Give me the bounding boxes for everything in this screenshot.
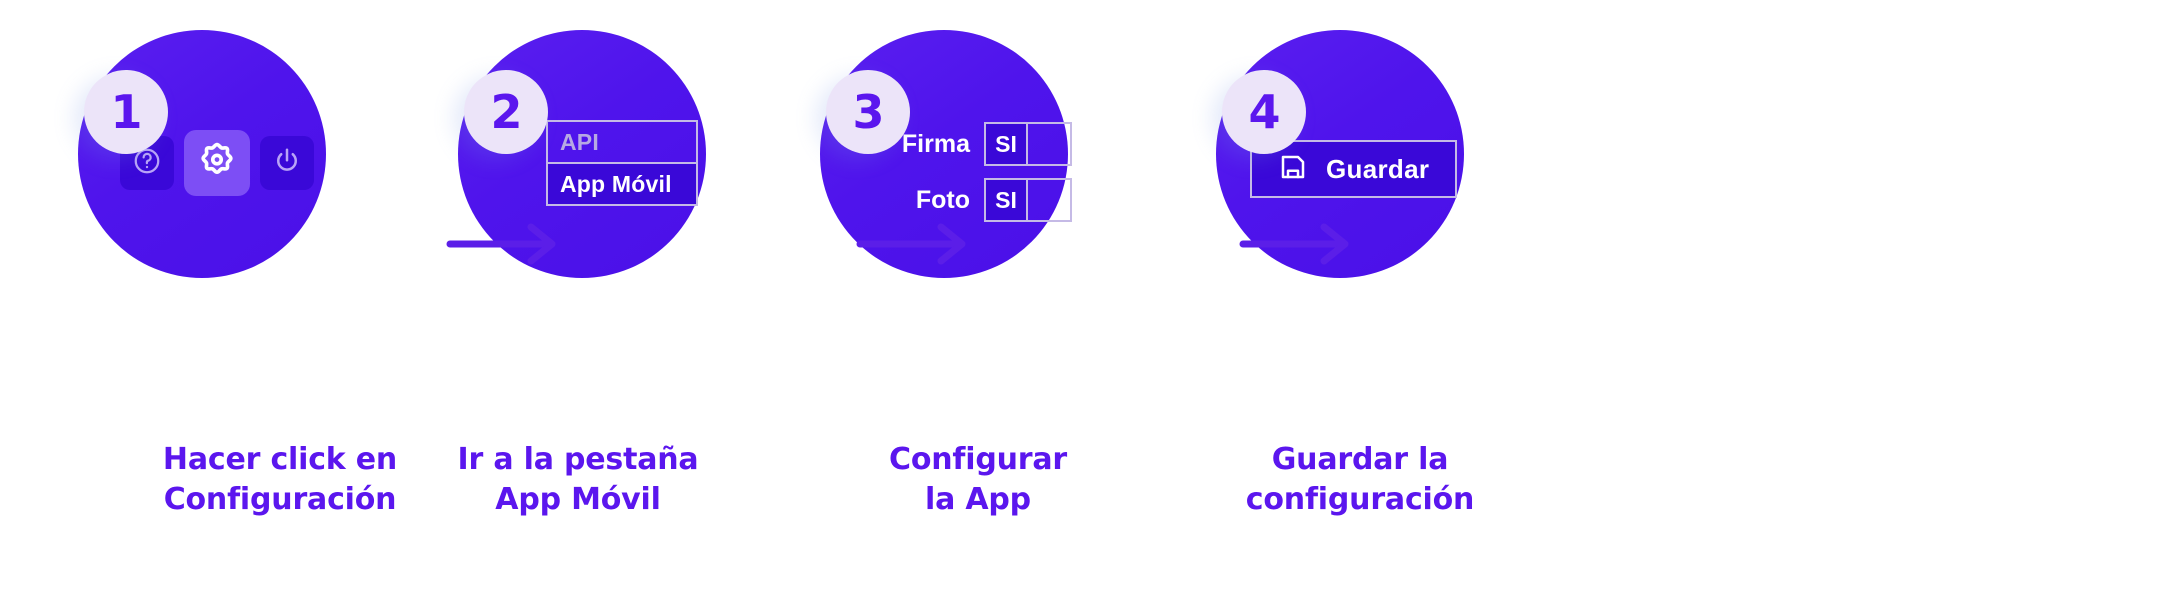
gear-icon-tile[interactable] <box>184 130 250 196</box>
option-foto-si-cell[interactable]: SI <box>984 178 1028 222</box>
step-4: 4 Guardar Guardar la configuración <box>1120 0 1600 608</box>
step-1-caption-line2: Configuración <box>163 481 397 517</box>
power-icon <box>272 146 302 181</box>
step-2-caption: Ir a la pestaña App Móvil <box>338 440 818 520</box>
arrow-step2-to-step3 <box>855 222 975 266</box>
app-movil-tab-stack: API App Móvil <box>546 120 698 206</box>
step-1-caption-line1: Hacer click en <box>162 442 398 477</box>
option-label-firma: Firma <box>901 129 970 158</box>
step-2-caption-line2: App Móvil <box>495 481 661 517</box>
option-foto-no-cell[interactable] <box>1028 178 1072 222</box>
step-4-caption-line2: configuración <box>1245 481 1475 517</box>
arrow-step3-to-step4 <box>1238 222 1358 266</box>
option-row-firma: Firma SI <box>878 122 1072 166</box>
save-floppy-icon <box>1278 152 1308 187</box>
app-options-table: Firma SI Foto SI <box>878 122 1072 234</box>
step-3: 3 Firma SI Foto SI Configurar la App <box>738 0 1218 608</box>
step-4-caption-line1: Guardar la <box>1271 442 1449 477</box>
save-button[interactable]: Guardar <box>1250 140 1458 198</box>
step-1-number: 1 <box>110 85 142 139</box>
gear-icon <box>196 140 238 187</box>
step-3-number: 3 <box>852 85 884 139</box>
step-3-caption: Configurar la App <box>738 440 1218 520</box>
step-3-caption-line1: Configurar <box>889 442 1067 477</box>
tab-api-label: API <box>560 128 599 155</box>
step-2-number: 2 <box>490 85 522 139</box>
step-4-badge: 4 <box>1222 70 1306 154</box>
step-4-caption: Guardar la configuración <box>1120 440 1600 520</box>
save-button-wrapper: Guardar <box>1250 140 1458 198</box>
step-3-badge: 3 <box>826 70 910 154</box>
step-4-number: 4 <box>1248 85 1280 139</box>
option-firma-si-cell[interactable]: SI <box>984 122 1028 166</box>
step-2: 2 API App Móvil Ir a la pestaña App Móvi… <box>338 0 818 608</box>
option-firma-no-cell[interactable] <box>1028 122 1072 166</box>
tab-api[interactable]: API <box>546 120 698 164</box>
step-1-badge: 1 <box>84 70 168 154</box>
tab-app-movil[interactable]: App Móvil <box>546 162 698 206</box>
option-toggle-firma[interactable]: SI <box>984 122 1072 166</box>
option-row-foto: Foto SI <box>878 178 1072 222</box>
tab-app-movil-label: App Móvil <box>560 170 672 197</box>
step-3-caption-line2: la App <box>925 481 1031 517</box>
step-1-caption: Hacer click en Configuración <box>40 440 520 520</box>
arrow-step1-to-step2 <box>445 222 565 266</box>
step-2-badge: 2 <box>464 70 548 154</box>
power-icon-tile[interactable] <box>260 136 314 190</box>
step-1: 1 <box>40 0 520 608</box>
step-2-caption-line1: Ir a la pestaña <box>457 442 699 477</box>
option-toggle-foto[interactable]: SI <box>984 178 1072 222</box>
save-button-label: Guardar <box>1326 153 1430 184</box>
help-icon <box>132 146 162 181</box>
option-label-foto: Foto <box>915 185 970 214</box>
